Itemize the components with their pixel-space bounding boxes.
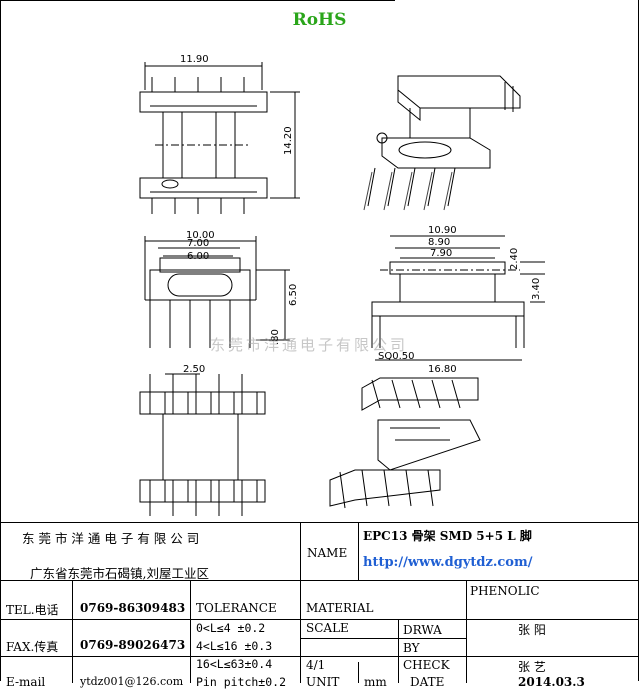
company-name: 东 莞 市 洋 通 电 子 有 限 公 司 <box>22 531 200 546</box>
dim-f: 6.50 <box>288 284 299 306</box>
company-address: 广东省东莞市石碣镇,刘屋工业区 <box>30 566 209 581</box>
tolerance-line-3: 16<L≤63±0.4 <box>196 657 273 671</box>
check-label: CHECK <box>403 658 450 672</box>
drawn-by-value: 张 阳 <box>518 623 546 637</box>
email-value: ytdz001@126.com <box>80 675 184 688</box>
top-view <box>139 62 300 214</box>
scale-value: 4/1 <box>306 658 326 672</box>
drawn-by-label: DRWA BY <box>403 623 442 655</box>
dim-b: 14.20 <box>283 126 294 155</box>
tel-label: TEL.电话 <box>6 603 59 617</box>
dim-n: 16.80 <box>428 364 457 375</box>
material-value: PHENOLIC <box>470 584 540 598</box>
check-value: 张 艺 <box>518 660 546 674</box>
dim-o: 2.50 <box>183 364 205 375</box>
dim-h: 10.90 <box>428 225 457 236</box>
iso-view-bottom <box>329 377 481 509</box>
dim-i: 8.90 <box>428 237 450 248</box>
side-view <box>371 235 545 361</box>
top-border <box>0 0 395 1</box>
dim-e: 6.00 <box>187 251 209 262</box>
name-label: NAME <box>307 546 348 560</box>
tolerance-line-4: Pin pitch±0.2 <box>196 675 287 689</box>
bottom-view <box>139 373 266 516</box>
scale-label: SCALE <box>306 621 349 635</box>
tel-value: 0769-86309483 <box>80 601 186 615</box>
fax-label: FAX.传真 <box>6 640 59 654</box>
rohs-badge: RoHS <box>292 10 347 30</box>
material-label: MATERIAL <box>306 601 374 615</box>
unit-label: UNIT <box>306 675 340 689</box>
watermark-text: 东莞市洋通电子有限公司 <box>210 336 409 354</box>
date-label: DATE <box>410 675 445 689</box>
dim-l: 3.40 <box>531 278 542 300</box>
tolerance-line-2: 4<L≤16 ±0.3 <box>196 639 273 653</box>
website-link[interactable]: http://www.dgytdz.com/ <box>363 555 533 570</box>
date-value: 2014.03.3 <box>518 675 585 689</box>
iso-view-top <box>363 75 521 211</box>
dim-g: .80 <box>270 329 281 345</box>
title-block: 东 莞 市 洋 通 电 子 有 限 公 司 广东省东莞市石碣镇,刘屋工业区 NA… <box>0 522 639 689</box>
part-name: EPC13 骨架 SMD 5+5 L 脚 <box>363 529 532 543</box>
unit-value: mm <box>364 675 387 689</box>
email-label: E-mail <box>6 675 46 689</box>
dim-a: 11.90 <box>180 54 209 65</box>
fax-value: 0769-89026473 <box>80 638 186 652</box>
technical-drawing: 11.90 14.20 10.00 7.00 6.00 6.50 .80 10.… <box>139 54 545 516</box>
dim-j: 7.90 <box>430 248 452 259</box>
tolerance-line-1: 0<L≤4 ±0.2 <box>196 621 266 635</box>
front-view <box>144 236 290 348</box>
dim-d: 7.00 <box>187 238 209 249</box>
tolerance-label: TOLERANCE <box>196 601 277 615</box>
dim-m: SQ0.50 <box>378 351 414 362</box>
dim-k: 2.40 <box>509 248 520 270</box>
dim-c: 10.00 <box>186 230 215 241</box>
